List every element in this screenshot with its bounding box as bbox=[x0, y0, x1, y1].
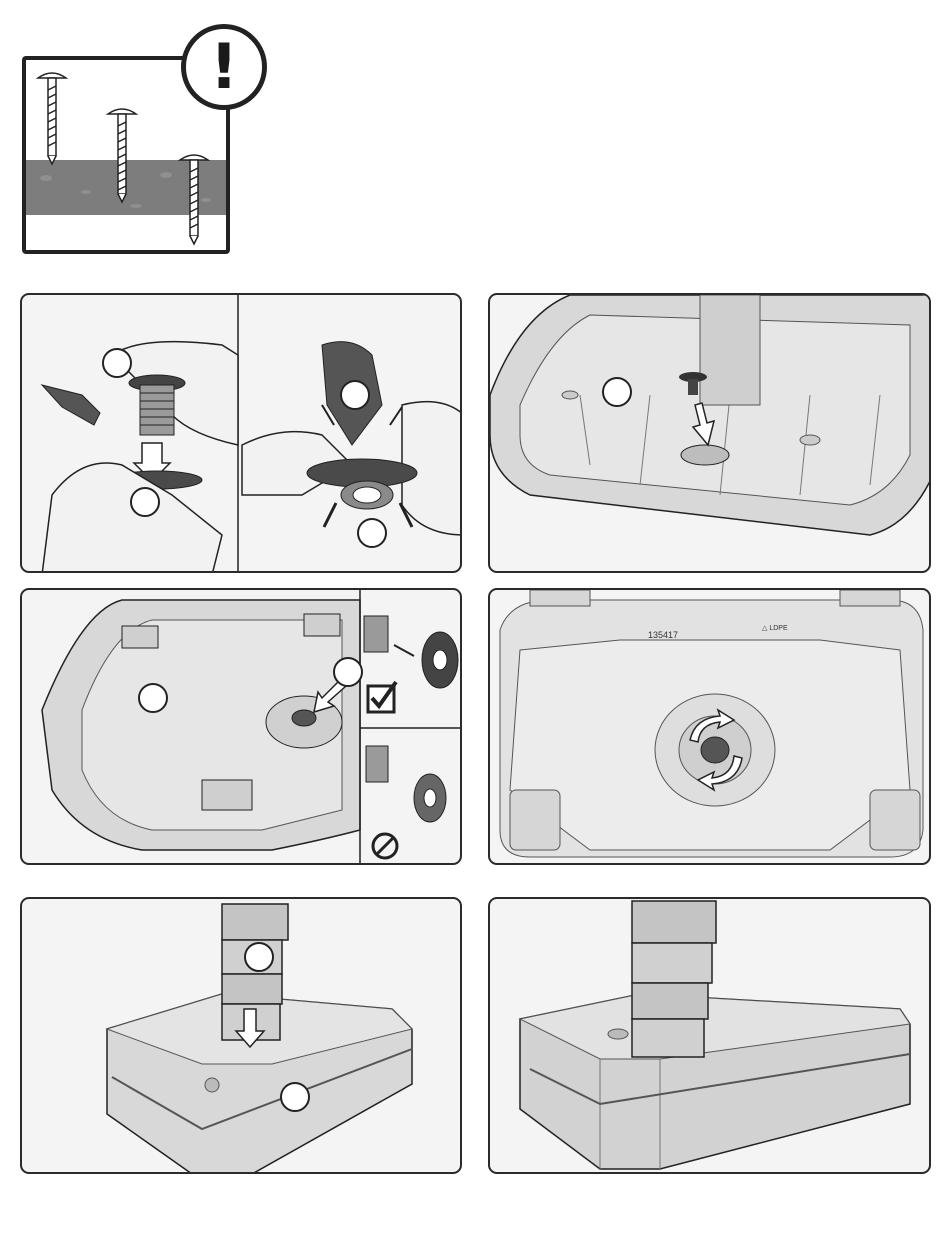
step-panel-rotate-lock: 135417 △ LDPE bbox=[488, 588, 931, 865]
orientation-check-illustration bbox=[22, 590, 462, 865]
insert-sections-illustration bbox=[22, 899, 462, 1174]
step-panel-insert-sections bbox=[20, 897, 462, 1174]
prohibited-icon bbox=[373, 834, 397, 858]
callout-b bbox=[131, 488, 159, 516]
stacked-sections-icon bbox=[632, 901, 716, 1057]
callout-b bbox=[281, 1083, 309, 1111]
exclamation-circle-icon: ! bbox=[181, 24, 267, 110]
handle-slot bbox=[122, 626, 158, 648]
base-marking-1: 135417 bbox=[648, 630, 678, 640]
callout-a-right bbox=[358, 519, 386, 547]
base-marking-2: △ LDPE bbox=[762, 625, 788, 632]
glide-icon bbox=[292, 710, 316, 726]
glide-icon bbox=[701, 737, 729, 763]
glide-assembly-illustration bbox=[22, 295, 462, 573]
center-post bbox=[700, 295, 760, 405]
base-underside-illustration bbox=[490, 295, 931, 573]
callout-a bbox=[603, 378, 631, 406]
screw-too-short-icon bbox=[38, 73, 66, 164]
incorrect-orientation-detail bbox=[366, 746, 446, 822]
check-box-icon bbox=[368, 682, 396, 712]
washer-strap-icon bbox=[42, 385, 100, 425]
step-panel-assembled bbox=[488, 897, 931, 1174]
correct-orientation-detail bbox=[364, 616, 458, 688]
step-panel-glide-assembly bbox=[20, 293, 462, 573]
callout-a bbox=[245, 943, 273, 971]
rotate-lock-illustration: 135417 △ LDPE bbox=[490, 590, 931, 865]
assembled-base-illustration bbox=[490, 899, 931, 1174]
callout-a bbox=[139, 684, 167, 712]
step-panel-insert-glide bbox=[488, 293, 931, 573]
callout-b bbox=[334, 658, 362, 686]
glide-socket bbox=[681, 445, 729, 465]
step-panel-orientation-check bbox=[20, 588, 462, 865]
callout-b-right bbox=[341, 381, 369, 409]
upper-hand-icon bbox=[112, 342, 238, 445]
callout-a bbox=[103, 349, 131, 377]
